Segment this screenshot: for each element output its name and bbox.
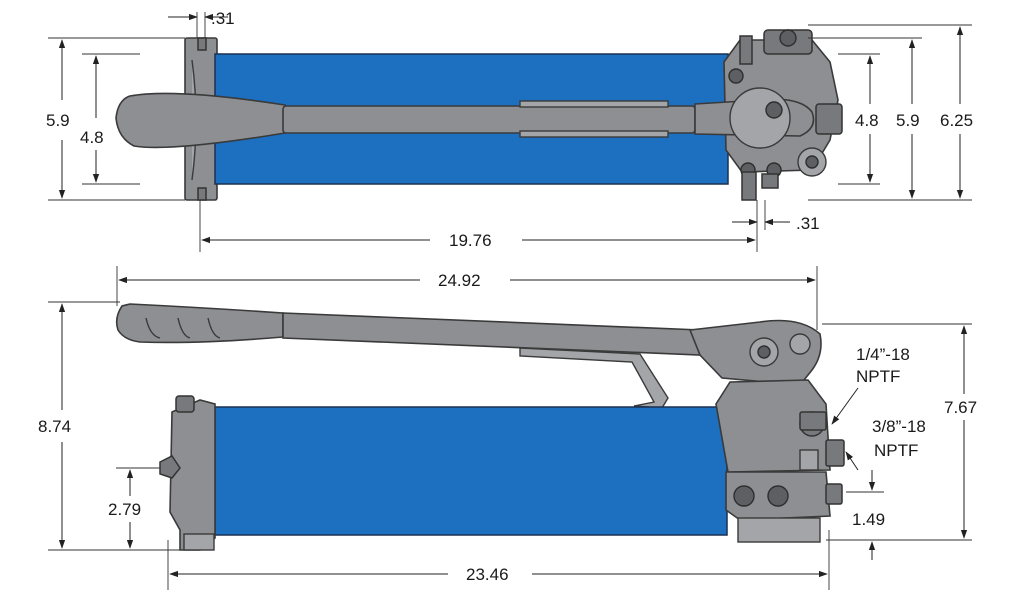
side-view: 24.92 8.74 2.79 23.46 7.67 1.49 1/4”-18 …	[38, 266, 977, 590]
port1-leader	[831, 387, 859, 425]
dim-pump-height: 7.67	[944, 398, 977, 417]
port2-leader	[845, 451, 859, 471]
dim-port-height: 1.49	[852, 510, 885, 529]
side-handle	[115, 303, 701, 409]
side-reservoir-tube	[214, 406, 728, 536]
dim-height-left-outer: 5.9	[46, 111, 70, 130]
dim-flange-right: .31	[796, 214, 820, 233]
dim-body-length: 23.46	[466, 565, 509, 584]
dim-tube-length: 19.76	[449, 231, 492, 250]
dim-height-right-inner: 4.8	[855, 111, 879, 130]
dim-outlet-height: 2.79	[108, 500, 141, 519]
top-pump-head	[694, 29, 843, 201]
dim-overall-height: 8.74	[38, 417, 71, 436]
port1-size-label: 1/4”-18	[856, 345, 910, 364]
side-left-cap	[159, 395, 216, 551]
side-pump-head	[688, 319, 845, 543]
dim-height-right-outer: 5.9	[896, 111, 920, 130]
dim-height-right-total: 6.25	[940, 111, 973, 130]
port1-thread-label: NPTF	[856, 367, 900, 386]
top-view: .31 5.9 4.8 4.8 5.9 6.25 19.76	[46, 9, 973, 252]
dim-height-left-inner: 4.8	[80, 128, 104, 147]
top-handle	[115, 92, 696, 149]
dim-overall-length: 24.92	[438, 271, 481, 290]
dim-flange-left: .31	[211, 9, 235, 28]
port2-thread-label: NPTF	[874, 441, 918, 460]
port2-size-label: 3/8”-18	[872, 417, 926, 436]
